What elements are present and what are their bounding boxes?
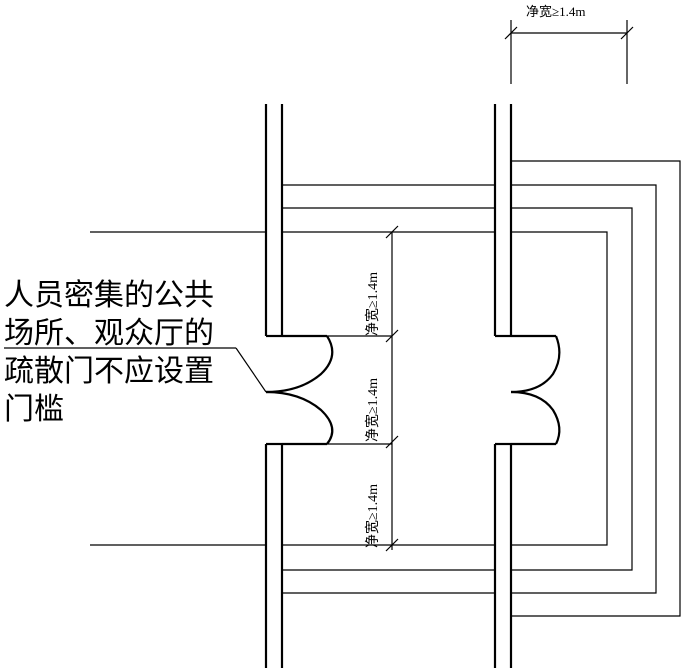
annotation-line-4: 门槛 xyxy=(4,392,64,427)
annotation-text: 人员密集的公共 场所、观众厅的 疏散门不应设置 门槛 xyxy=(4,277,244,429)
top-dimension-label: 净宽≥1.4m xyxy=(526,4,586,19)
dimension-label-middle: 净宽≥1.4m xyxy=(364,378,381,442)
right-outlines xyxy=(511,160,681,617)
dimension-label-upper: 净宽≥1.4m xyxy=(364,272,381,336)
left-door xyxy=(265,334,334,446)
annotation-line-1: 人员密集的公共 xyxy=(4,278,214,313)
annotation-line-2: 场所、观众厅的 xyxy=(4,316,214,351)
annotation-line-3: 疏散门不应设置 xyxy=(4,354,214,389)
dimension-label-lower: 净宽≥1.4m xyxy=(364,484,381,548)
vertical-dimension-line xyxy=(327,225,399,552)
corridor-top xyxy=(282,184,495,233)
annotation-leader xyxy=(4,347,267,393)
left-aisle-lines xyxy=(90,231,266,546)
right-door xyxy=(510,334,561,446)
right-wall xyxy=(493,104,513,668)
top-dimension: 净宽≥1.4m xyxy=(504,4,634,84)
left-wall xyxy=(264,104,284,668)
corridor-bottom xyxy=(282,544,495,594)
